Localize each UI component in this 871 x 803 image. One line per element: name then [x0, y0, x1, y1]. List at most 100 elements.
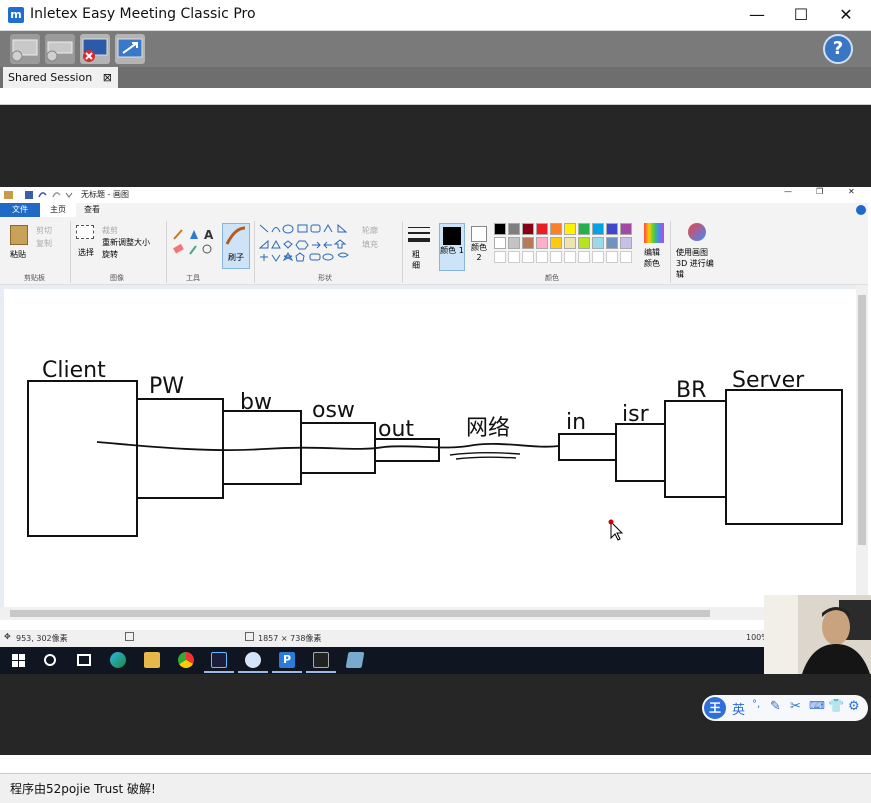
size-label[interactable]: 粗细: [412, 250, 420, 270]
palette-swatch[interactable]: [620, 223, 632, 235]
add-window-icon[interactable]: [45, 34, 75, 64]
palette-custom-swatch[interactable]: [564, 251, 576, 263]
minimize-button[interactable]: —: [749, 5, 765, 24]
paste-label[interactable]: 粘贴: [10, 250, 26, 259]
add-screen-icon[interactable]: [10, 34, 40, 64]
palette-swatch[interactable]: [522, 223, 534, 235]
chrome-icon[interactable]: [178, 652, 194, 668]
crop-button[interactable]: 裁剪: [102, 226, 118, 235]
ime-pen-icon[interactable]: ✎: [770, 699, 781, 714]
paint-minimize-button[interactable]: —: [784, 187, 792, 196]
canvas-horizontal-scrollbar[interactable]: [0, 607, 856, 620]
paint3d-label[interactable]: 使用画图 3D 进行编辑: [676, 248, 714, 279]
shapes-gallery[interactable]: [258, 223, 358, 267]
palette-swatch[interactable]: [536, 237, 548, 249]
color-palette[interactable]: [494, 223, 644, 267]
paint3d-icon[interactable]: [688, 223, 706, 241]
size-icon[interactable]: [408, 225, 430, 245]
palette-custom-swatch[interactable]: [550, 251, 562, 263]
palette-swatch[interactable]: [564, 237, 576, 249]
p-app-icon[interactable]: P: [279, 652, 295, 668]
canvas-vertical-scrollbar[interactable]: [856, 285, 868, 620]
palette-swatch[interactable]: [494, 223, 506, 235]
palette-swatch[interactable]: [508, 223, 520, 235]
select-label[interactable]: 选择: [78, 248, 94, 257]
palette-swatch[interactable]: [592, 237, 604, 249]
palette-custom-swatch[interactable]: [508, 251, 520, 263]
palette-custom-swatch[interactable]: [536, 251, 548, 263]
close-button[interactable]: ✕: [839, 5, 853, 24]
palette-swatch[interactable]: [606, 237, 618, 249]
tab-file[interactable]: 文件: [0, 203, 40, 217]
cut-button[interactable]: 剪切: [36, 226, 52, 235]
tools-icons[interactable]: A: [172, 227, 218, 257]
palette-swatch[interactable]: [578, 223, 590, 235]
palette-swatch[interactable]: [550, 223, 562, 235]
resize-button[interactable]: 重新调整大小: [102, 238, 150, 247]
outline-button[interactable]: 轮廓: [362, 226, 378, 235]
palette-custom-swatch[interactable]: [606, 251, 618, 263]
ime-settings-icon[interactable]: ⚙: [848, 699, 860, 714]
color2-button[interactable]: 颜色 2: [468, 223, 490, 271]
stop-share-icon[interactable]: [80, 34, 110, 64]
edit-colors-label[interactable]: 编辑颜色: [644, 248, 660, 268]
brushes-button[interactable]: 刷子: [222, 223, 250, 269]
search-icon[interactable]: [44, 654, 56, 666]
in-label: in: [566, 410, 586, 435]
ime-logo-icon[interactable]: 王: [704, 697, 726, 719]
palette-swatch[interactable]: [494, 237, 506, 249]
edit-colors-icon[interactable]: [644, 223, 664, 243]
paint-help-icon[interactable]: [856, 205, 866, 215]
task-view-icon[interactable]: [77, 654, 91, 666]
palette-swatch[interactable]: [522, 237, 534, 249]
palette-custom-swatch[interactable]: [522, 251, 534, 263]
palette-custom-swatch[interactable]: [494, 251, 506, 263]
palette-custom-swatch[interactable]: [620, 251, 632, 263]
drawing-canvas[interactable]: Client PW bw osw out 网络 in isr BR Server: [4, 289, 856, 617]
notepad-icon[interactable]: [345, 652, 365, 668]
edge-icon[interactable]: [110, 652, 126, 668]
paint-app-icon[interactable]: [245, 652, 261, 668]
color1-button[interactable]: 颜色 1: [439, 223, 465, 271]
app-logo-icon: m: [8, 7, 24, 23]
terminal-icon[interactable]: [313, 652, 329, 668]
color1-swatch: [443, 227, 461, 245]
help-button[interactable]: ?: [823, 34, 853, 64]
title-bar: m Inletex Easy Meeting Classic Pro — ☐ ✕: [0, 0, 871, 31]
zoom-level: 100%: [746, 633, 769, 642]
palette-swatch[interactable]: [564, 223, 576, 235]
palette-swatch[interactable]: [508, 237, 520, 249]
tab-shared-session[interactable]: Shared Session ⊠: [3, 67, 118, 88]
palette-swatch[interactable]: [550, 237, 562, 249]
tab-home[interactable]: 主页: [40, 203, 76, 217]
clipboard-group-label: 剪贴板: [24, 274, 45, 282]
tab-close-icon[interactable]: ⊠: [102, 71, 112, 84]
palette-swatch[interactable]: [606, 223, 618, 235]
palette-swatch[interactable]: [578, 237, 590, 249]
windows-start-icon[interactable]: [12, 654, 26, 668]
palette-custom-swatch[interactable]: [578, 251, 590, 263]
ime-punctuation-icon[interactable]: °,: [752, 699, 761, 710]
file-explorer-icon[interactable]: [144, 652, 160, 668]
ime-language-toggle[interactable]: 英: [732, 703, 746, 718]
ime-scissors-icon[interactable]: ✂: [790, 699, 801, 714]
rotate-button[interactable]: 旋转: [102, 250, 118, 259]
maximize-button[interactable]: ☐: [793, 5, 809, 24]
palette-swatch[interactable]: [592, 223, 604, 235]
mouse-cursor-icon: [608, 519, 624, 541]
select-icon[interactable]: [76, 225, 94, 239]
paint-maximize-button[interactable]: ❐: [816, 187, 824, 196]
quick-access-icons[interactable]: [3, 189, 73, 201]
palette-custom-swatch[interactable]: [592, 251, 604, 263]
tab-view[interactable]: 查看: [84, 205, 100, 214]
ime-skin-icon[interactable]: 👕: [828, 699, 845, 714]
fullscreen-icon[interactable]: [115, 34, 145, 64]
copy-button[interactable]: 复制: [36, 239, 52, 248]
paste-icon[interactable]: [10, 225, 28, 245]
palette-swatch[interactable]: [620, 237, 632, 249]
fill-button[interactable]: 填充: [362, 240, 378, 249]
palette-swatch[interactable]: [536, 223, 548, 235]
paint-close-button[interactable]: ✕: [848, 187, 855, 196]
ime-keyboard-icon[interactable]: ⌨: [809, 699, 825, 712]
jetbrains-icon[interactable]: [211, 652, 227, 668]
